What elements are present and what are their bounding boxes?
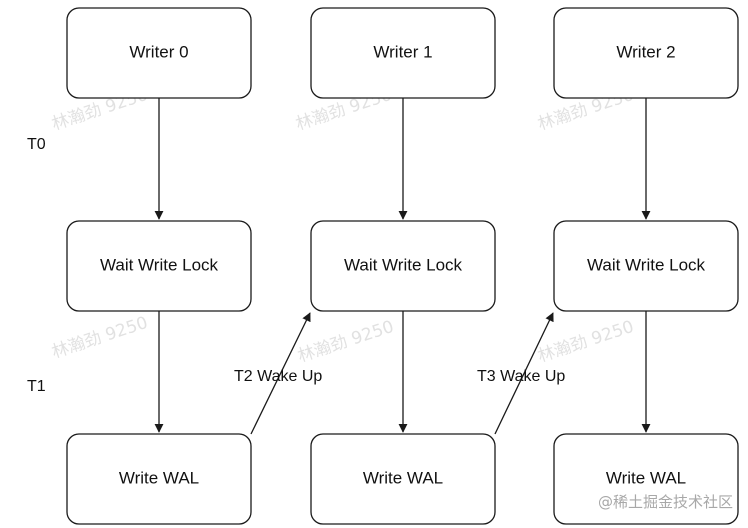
write-wal-1-label: Write WAL — [363, 468, 443, 487]
wake-up-label-t2: T2 Wake Up — [234, 368, 322, 385]
edge-wake-up-writer-2 — [494, 312, 554, 435]
wait-write-lock-0-label: Wait Write Lock — [100, 255, 219, 274]
writer-1-node: Writer 1 — [310, 7, 496, 99]
wake-up-label-t3: T3 Wake Up — [477, 368, 565, 385]
wait-write-lock-2-label: Wait Write Lock — [587, 255, 706, 274]
wait-write-lock-0-node: Wait Write Lock — [66, 220, 252, 312]
edge-wake-up-writer-1 — [250, 312, 311, 435]
author-watermark: 林瀚劲 9250 — [49, 313, 150, 363]
wait-write-lock-2-node: Wait Write Lock — [553, 220, 739, 312]
write-wal-0-label: Write WAL — [119, 468, 199, 487]
writer-2-node: Writer 2 — [553, 7, 739, 99]
author-watermark: 林瀚劲 9250 — [295, 317, 396, 367]
writer-2-label: Writer 2 — [616, 42, 675, 61]
time-label-t0: T0 — [27, 136, 46, 153]
time-label-t1: T1 — [27, 378, 46, 395]
write-wal-2-label: Write WAL — [606, 468, 686, 487]
wait-write-lock-1-label: Wait Write Lock — [344, 255, 463, 274]
site-watermark: @稀土掘金技术社区 — [598, 493, 733, 511]
author-watermark: 林瀚劲 9250 — [535, 317, 636, 367]
writer-0-label: Writer 0 — [129, 42, 188, 61]
write-wal-0-node: Write WAL — [66, 433, 252, 525]
write-wal-1-node: Write WAL — [310, 433, 496, 525]
write-wal-2-node: Write WAL — [553, 433, 739, 525]
writer-0-node: Writer 0 — [66, 7, 252, 99]
writer-1-label: Writer 1 — [373, 42, 432, 61]
wait-write-lock-1-node: Wait Write Lock — [310, 220, 496, 312]
